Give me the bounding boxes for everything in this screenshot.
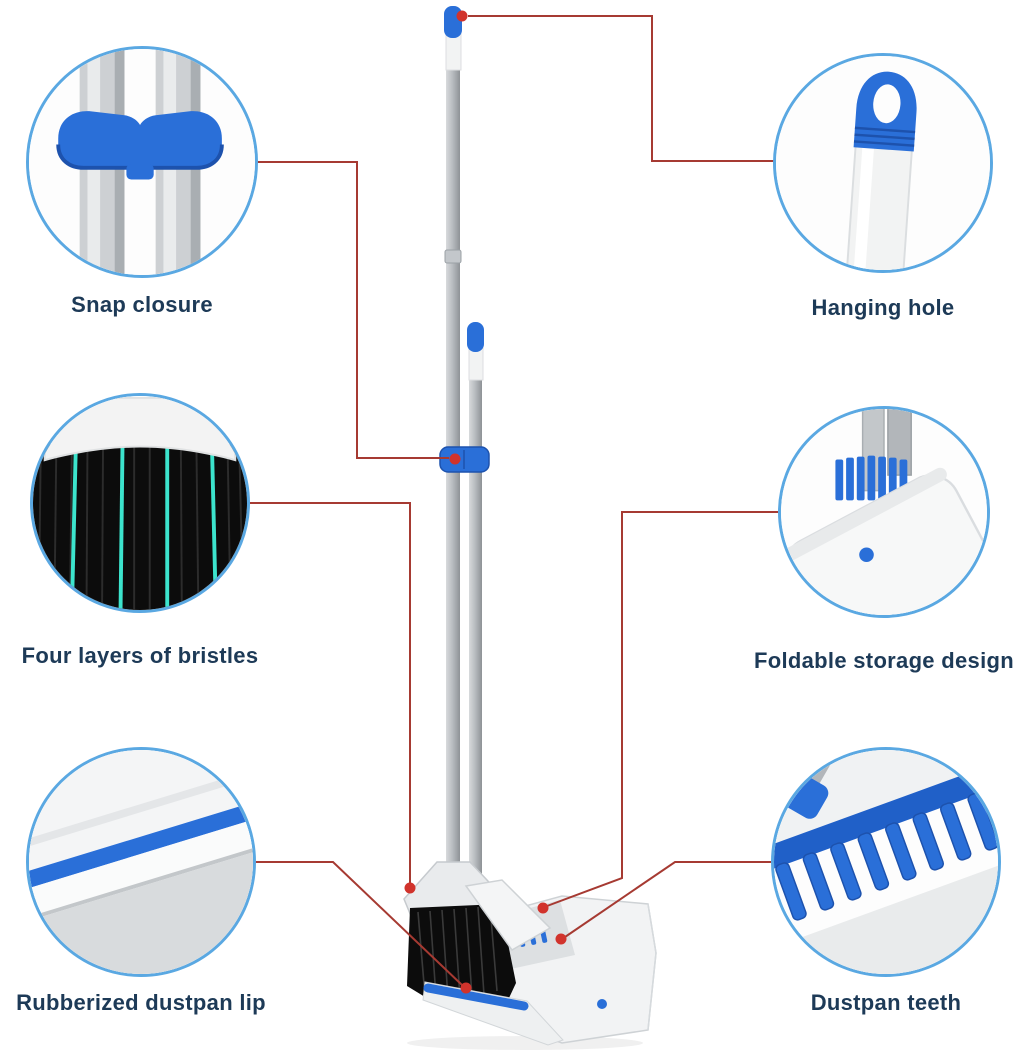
callout-dustpan-teeth: Dustpan teeth: [726, 747, 1024, 1016]
broom-handle: [444, 6, 462, 880]
broom-bristles: [407, 904, 516, 1000]
dustpan-teeth-detail-image: [771, 747, 1001, 977]
bristles-detail-image: [30, 393, 250, 613]
dustpan-snap-button: [597, 999, 607, 1009]
comb-teeth: [774, 792, 998, 931]
connector-dot-lip: [460, 982, 472, 994]
dustpan-handle-socket: [464, 879, 552, 951]
pan-surface: [29, 750, 253, 886]
hanging-hole-illustration: [776, 56, 990, 270]
feature-label-hanging-hole: Hanging hole: [811, 295, 955, 320]
connector-dot-teeth: [555, 933, 567, 945]
blue-snap-clip: [56, 111, 224, 180]
bristle-layer-stripes: [69, 446, 218, 610]
foldable-storage-illustration: [781, 409, 987, 615]
floor-shadow: [407, 1036, 643, 1050]
bristles-illustration: [33, 396, 247, 610]
connector-line-snap-closure: [256, 161, 449, 459]
connector-lines: [248, 15, 781, 986]
connector-dot-snap-closure: [449, 453, 461, 465]
snap-clip: [439, 446, 490, 473]
callout-foldable-storage-design: Foldable storage design: [724, 406, 1024, 674]
rubber-lip-strip: [423, 983, 529, 1011]
dustpan-lip-illustration: [29, 750, 253, 974]
snap-closure-detail-image: [26, 46, 258, 278]
snap-closure-illustration: [29, 49, 255, 275]
feature-label-rubberized-dustpan-lip: Rubberized dustpan lip: [16, 990, 266, 1015]
callout-four-layers-of-bristles: Four layers of bristles: [0, 393, 300, 669]
dustpan-handle: [467, 322, 484, 900]
callout-snap-closure: Snap closure: [0, 46, 302, 318]
hanging-hole-detail-image: [773, 53, 993, 273]
connector-dots: [404, 10, 567, 994]
connector-line-bristles: [248, 502, 411, 883]
connector-line-teeth: [564, 861, 772, 938]
blue-comb-ridges: [835, 455, 908, 501]
connector-dot-hanging-hole: [456, 10, 468, 22]
connector-line-hanging-hole: [468, 15, 776, 162]
connector-line-lip: [254, 861, 463, 986]
dustpan-teeth-illustration: [774, 750, 998, 974]
dustpan-lip: [422, 981, 564, 1046]
feature-label-dustpan-teeth: Dustpan teeth: [810, 990, 962, 1015]
dustpan-handle-blue-tip: [467, 322, 484, 352]
feature-label-four-layers-of-bristles: Four layers of bristles: [21, 643, 259, 668]
hanging-hole-cutout: [873, 84, 901, 124]
connector-dot-bristles: [404, 882, 416, 894]
connector-dot-foldable: [537, 902, 549, 914]
feature-label-foldable-storage-design: Foldable storage design: [754, 648, 1014, 673]
feature-label-snap-closure: Snap closure: [71, 292, 213, 317]
broom-handle-blue-tip: [444, 6, 462, 38]
foldable-storage-detail-image: [778, 406, 990, 618]
dustpan-lip-detail-image: [26, 747, 256, 977]
connector-line-foldable: [546, 511, 781, 907]
callout-rubberized-dustpan-lip: Rubberized dustpan lip: [0, 747, 301, 1016]
callout-hanging-hole: Hanging hole: [723, 53, 1024, 321]
sleeve-snap-button: [859, 547, 874, 563]
comb-base: [774, 750, 998, 891]
blue-rubber-strip: [29, 791, 253, 902]
